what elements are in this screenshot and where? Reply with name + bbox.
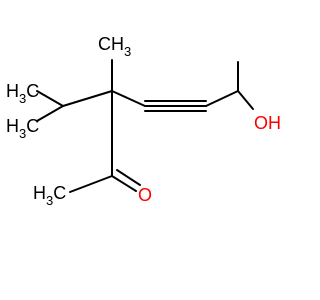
double-bond-co-1 — [111, 175, 137, 192]
double-bond-co-2 — [116, 169, 141, 186]
bond-carbonyl-methyl — [69, 175, 113, 193]
bond-choh-oh — [237, 90, 254, 110]
methyl-label-bottom-left: H3C — [6, 116, 39, 141]
methyl-label-acetyl: H3C — [33, 183, 66, 208]
methyl-label-top-center: CH3 — [98, 34, 131, 59]
bond-ch-quaternary — [62, 90, 113, 107]
hydroxyl-label: OH — [254, 113, 281, 133]
methyl-label-top-left: H3C — [6, 81, 39, 106]
molecule-diagram: H3C CH3 H3C H3C O OH — [6, 34, 281, 208]
bond-alkyne-choh — [205, 90, 239, 107]
bonds — [36, 59, 254, 193]
atom-labels: H3C CH3 H3C H3C O OH — [6, 34, 281, 208]
bond-quaternary-alkyne — [111, 90, 146, 107]
structure-svg: H3C CH3 H3C H3C O OH — [6, 34, 281, 208]
bond-ch3topleft-ch — [36, 90, 64, 107]
oxygen-label-carbonyl: O — [138, 185, 152, 205]
bond-ch-ch3bottomleft — [36, 105, 64, 122]
